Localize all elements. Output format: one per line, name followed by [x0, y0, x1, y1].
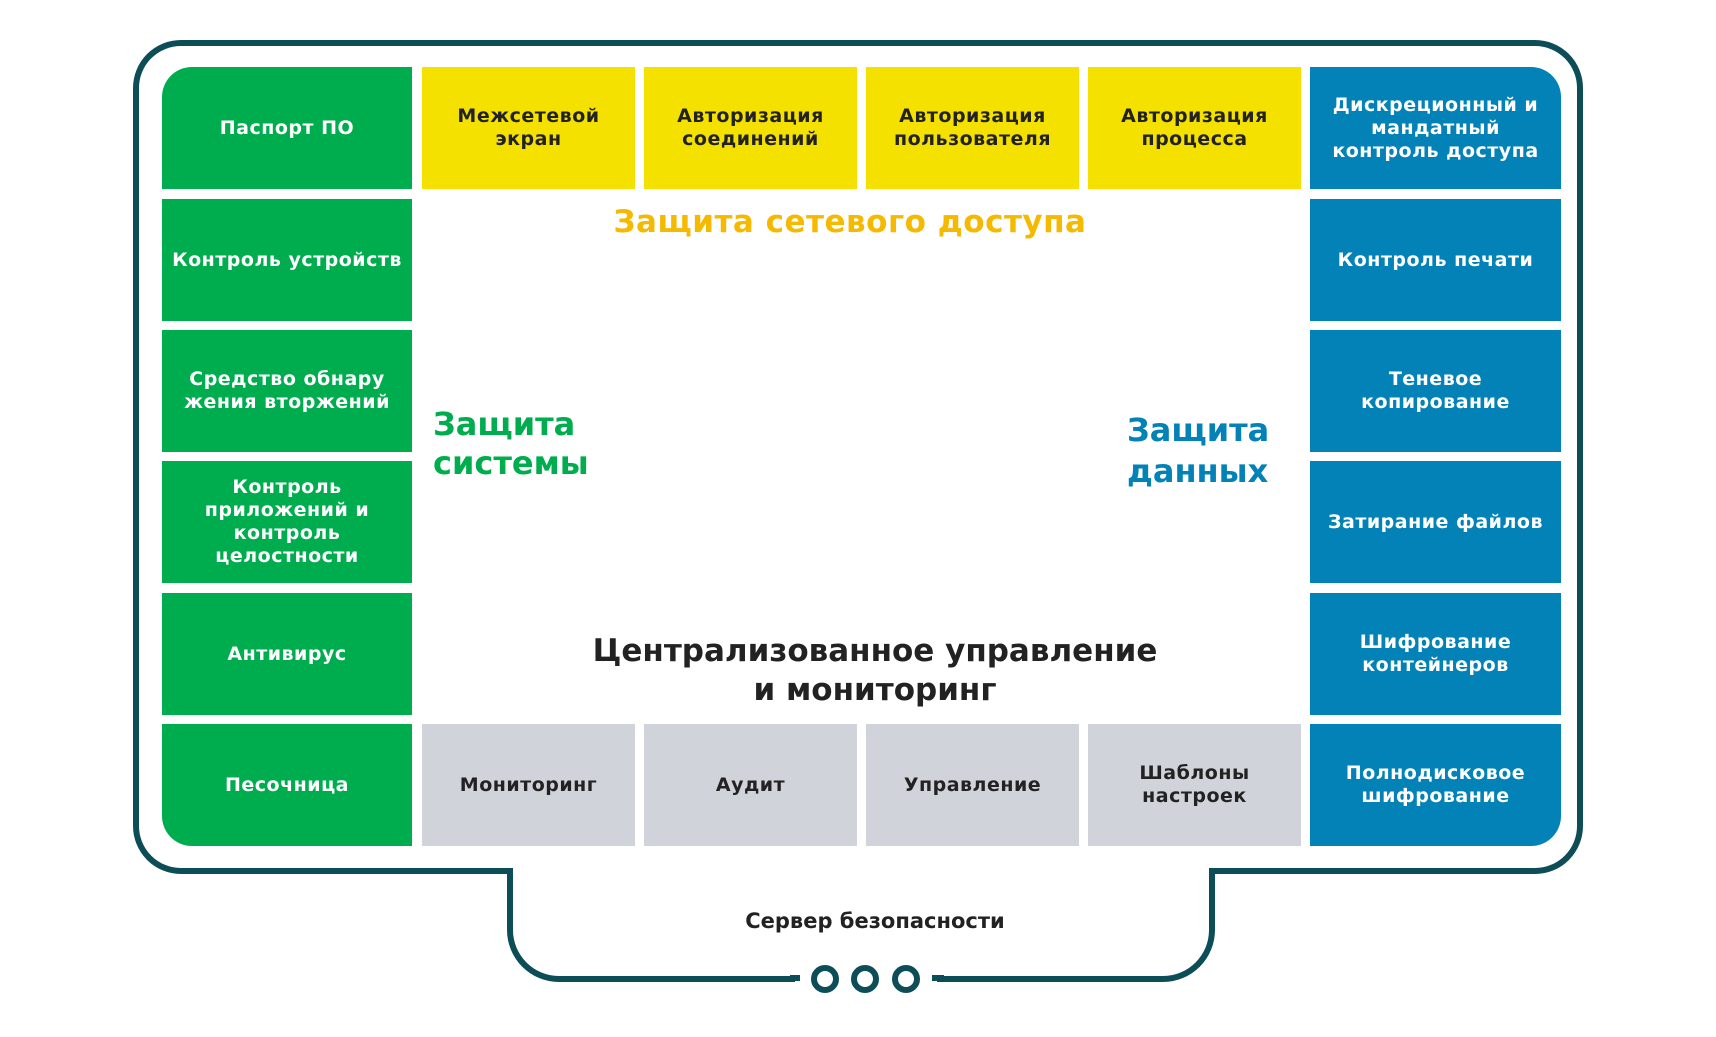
connector-dot — [851, 965, 879, 993]
connector-dot — [892, 965, 920, 993]
management-module-monitoring: Мониторинг — [422, 724, 635, 846]
management-title: Централизованное управление и мониторинг — [592, 633, 1158, 708]
connector-dot — [811, 965, 839, 993]
data-module-shadow-copy: Теневое копирование — [1310, 330, 1561, 452]
data-module-access-control: Дискреционный и мандатный контроль досту… — [1310, 67, 1561, 189]
server-base — [507, 868, 1215, 982]
management-module-control: Управление — [866, 724, 1079, 846]
network-module-user-auth: Авторизация пользователя — [866, 67, 1079, 189]
network-module-process-auth: Авторизация процесса — [1088, 67, 1301, 189]
data-module-container-encryption: Шифрование контейнеров — [1310, 593, 1561, 715]
system-protection-title: Защита системы — [433, 405, 589, 482]
data-module-full-disk-encryption: Полнодисковое шифрование — [1310, 724, 1561, 846]
security-server-label: Сервер безопасности — [745, 909, 1005, 933]
management-module-settings-templates: Шаблоны настроек — [1088, 724, 1301, 846]
data-module-print-control: Контроль печати — [1310, 199, 1561, 321]
network-module-firewall: Межсетевой экран — [422, 67, 635, 189]
management-module-audit: Аудит — [644, 724, 857, 846]
network-module-connection-auth: Авторизация соединений — [644, 67, 857, 189]
system-module-antivirus: Антивирус — [162, 593, 412, 715]
system-module-sandbox: Песочница — [162, 724, 412, 846]
system-module-device-control: Контроль устройств — [162, 199, 412, 321]
data-module-file-wiping: Затирание файлов — [1310, 461, 1561, 583]
system-module-intrusion-detection: Средство обнару жения вторжений — [162, 330, 412, 452]
system-module-software-passport: Паспорт ПО — [162, 67, 412, 189]
data-protection-title: Защита данных — [1127, 411, 1270, 490]
network-protection-title: Защита сетевого доступа — [613, 204, 1087, 240]
system-module-app-integrity-control: Контроль приложений и контроль целостнос… — [162, 461, 412, 583]
